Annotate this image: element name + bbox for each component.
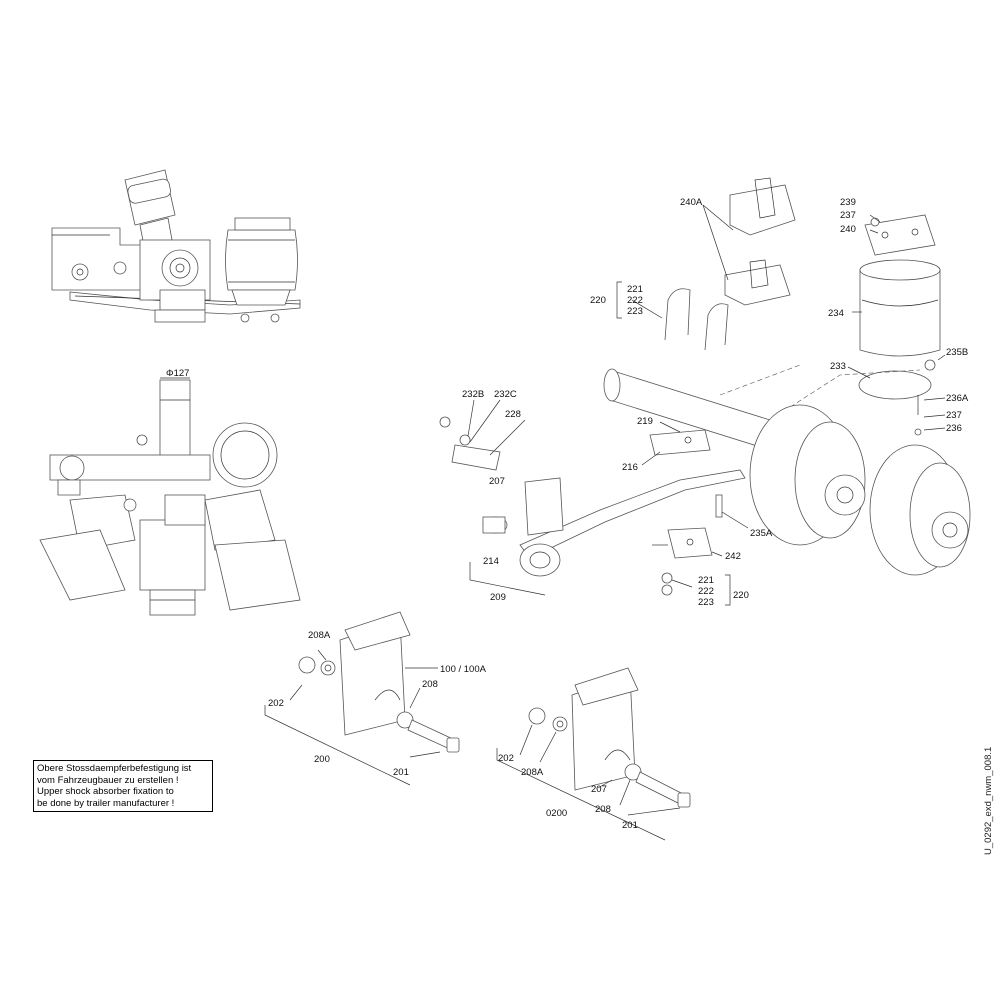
label-240A: 240A: [680, 197, 703, 208]
label-235B: 235B: [946, 347, 968, 358]
label-200: 200: [314, 754, 330, 765]
label-0200: 0200: [546, 808, 567, 819]
front-view-assembly: Φ127: [39, 368, 301, 616]
label-208: 208: [422, 679, 438, 690]
side-view-assembly: [51, 169, 301, 323]
label-201: 201: [393, 767, 409, 778]
part-labels: 240A 239 237 240 221 222 223 220 234 235…: [268, 197, 969, 831]
label-236: 236: [946, 423, 962, 434]
label-202: 202: [268, 698, 284, 709]
label-214: 214: [483, 556, 499, 567]
label-239: 239: [840, 197, 856, 208]
label-208A: 208A: [308, 630, 331, 641]
note-line-2: vom Fahrzeugbauer zu erstellen !: [37, 774, 179, 786]
label-234: 234: [828, 308, 844, 319]
label-233: 233: [830, 361, 846, 372]
label-222-lower: 222: [698, 586, 714, 597]
note-line-4: be done by trailer manufacturer !: [37, 797, 175, 809]
label-223-lower: 223: [698, 597, 714, 608]
hanger-assembly-0200: [496, 667, 691, 841]
label-237: 237: [840, 210, 856, 221]
note-line-3: Upper shock absorber fixation to: [37, 786, 174, 797]
label-237-lower: 237: [946, 410, 962, 421]
label-202-right: 202: [498, 753, 514, 764]
label-220: 220: [590, 295, 606, 306]
note-box: Obere Stossdaempferbefestigung ist vom F…: [33, 760, 213, 812]
label-219: 219: [637, 416, 653, 427]
label-207-right: 207: [591, 784, 607, 795]
drawing-id: U_0292_exd_nwm_008.1: [983, 746, 994, 855]
hanger-assembly-200: [264, 611, 460, 786]
label-242: 242: [725, 551, 741, 562]
label-209: 209: [490, 592, 506, 603]
label-201-right: 201: [622, 820, 638, 831]
label-222: 222: [627, 295, 643, 306]
label-100-100A: 100 / 100A: [440, 664, 487, 675]
label-240: 240: [840, 224, 856, 235]
label-207: 207: [489, 476, 505, 487]
axle-exploded-assembly: [439, 177, 971, 606]
label-221-lower: 221: [698, 575, 714, 586]
label-223: 223: [627, 306, 643, 317]
label-232C: 232C: [494, 389, 517, 400]
label-235A: 235A: [750, 528, 773, 539]
label-220-lower: 220: [733, 590, 749, 601]
label-236A: 236A: [946, 393, 969, 404]
label-232B: 232B: [462, 389, 484, 400]
label-228: 228: [505, 409, 521, 420]
note-line-1: Obere Stossdaempferbefestigung ist: [37, 763, 192, 774]
label-221: 221: [627, 284, 643, 295]
label-216: 216: [622, 462, 638, 473]
dim-127-label: Φ127: [166, 368, 189, 379]
label-208A-right: 208A: [521, 767, 544, 778]
label-208-right: 208: [595, 804, 611, 815]
